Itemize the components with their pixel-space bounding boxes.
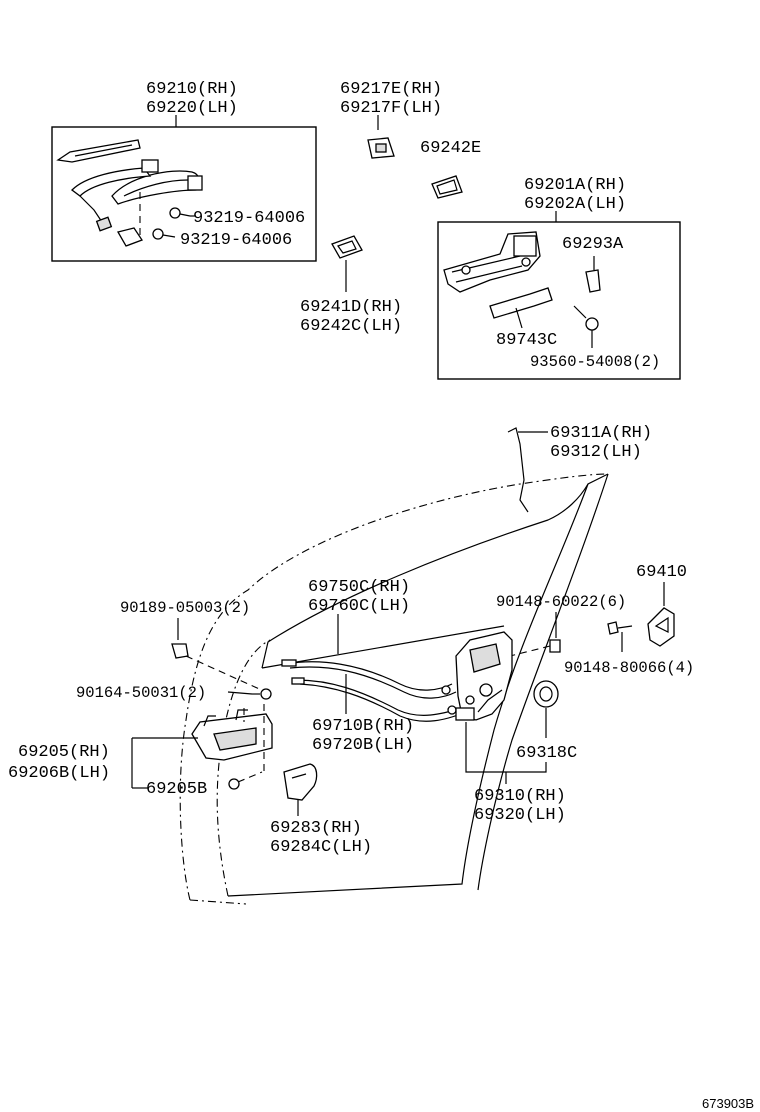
leader-cover <box>515 307 523 329</box>
label-lock-lh: 69320(LH) <box>474 806 566 825</box>
label-cover-pad-rh: 69283(RH) <box>270 819 362 838</box>
label-cable-inner-lh: 69720B(LH) <box>312 736 414 755</box>
bolt-icon <box>573 305 599 331</box>
screw-icon <box>607 621 633 635</box>
rear-pad-icon <box>331 235 363 259</box>
label-bolt: 93560-54008(2) <box>530 353 660 371</box>
screw-icon <box>252 688 272 700</box>
clip-icon <box>585 256 601 293</box>
door-outline <box>179 473 609 905</box>
frame-group-box <box>437 221 681 380</box>
clip-icon <box>171 643 189 659</box>
dashed-guide <box>237 771 263 783</box>
screw-icon <box>169 207 191 219</box>
lock-rod <box>507 427 529 513</box>
label-screw-upper: 90164-50031(2) <box>76 684 206 702</box>
label-inside-handle-lh: 69206B(LH) <box>8 764 110 783</box>
cable-assembly <box>281 659 467 722</box>
label-cable-inner-rh: 69710B(RH) <box>312 717 414 736</box>
label-clip-upper: 90189-05003(2) <box>120 599 250 617</box>
label-lock-rh: 69310(RH) <box>474 787 566 806</box>
label-rear-pad-lh: 69242C(LH) <box>300 317 402 336</box>
label-cushion: 69318C <box>516 744 577 763</box>
label-gasket: 69242E <box>420 139 481 158</box>
leader-screw-upper <box>227 691 253 695</box>
label-rear-pad-rh: 69241D(RH) <box>300 298 402 317</box>
label-inside-handle-rh: 69205(RH) <box>18 743 110 762</box>
bolt-icon <box>549 639 561 653</box>
label-rod-rh: 69311A(RH) <box>550 424 652 443</box>
label-pad-lh: 69217F(LH) <box>340 99 442 118</box>
frame-assembly <box>443 231 541 293</box>
label-bezel: 69205B <box>146 780 207 799</box>
label-cable-outer-rh: 69750C(RH) <box>308 578 410 597</box>
label-cover-pad-lh: 69284C(LH) <box>270 838 372 857</box>
label-outside-handle-lh: 69220(LH) <box>146 99 238 118</box>
label-rod-lh: 69312(LH) <box>550 443 642 462</box>
outside-handle-group-box <box>51 126 317 262</box>
label-striker-screw: 90148-80066(4) <box>564 659 694 677</box>
cover-pad-icon <box>283 763 318 801</box>
gasket-icon <box>431 175 463 199</box>
striker-icon <box>647 607 675 647</box>
label-frame-rh: 69201A(RH) <box>524 176 626 195</box>
pad-icon <box>367 137 395 159</box>
label-frame-lh: 69202A(LH) <box>524 195 626 214</box>
label-screw-a: 93219-64006 <box>193 209 305 228</box>
figure-code: 673903B <box>702 1096 754 1111</box>
door-lock-icon <box>455 631 513 721</box>
outside-handle-assembly <box>56 139 203 247</box>
inside-handle-icon <box>191 709 273 761</box>
label-striker: 69410 <box>636 563 687 582</box>
dashed-guide <box>509 645 551 657</box>
cushion-icon <box>533 680 559 708</box>
screw-icon <box>228 778 240 790</box>
label-cover: 89743C <box>496 331 557 350</box>
label-cable-outer-lh: 69760C(LH) <box>308 597 410 616</box>
label-pad-rh: 69217E(RH) <box>340 80 442 99</box>
label-lock-bolt: 90148-60022(6) <box>496 593 626 611</box>
dashed-guide <box>243 704 265 772</box>
label-outside-handle-rh: 69210(RH) <box>146 80 238 99</box>
dashed-guide <box>185 655 267 693</box>
screw-icon <box>152 228 176 240</box>
label-screw-b: 93219-64006 <box>180 231 292 250</box>
label-clip: 69293A <box>562 235 624 254</box>
cover-plate-icon <box>489 287 553 319</box>
